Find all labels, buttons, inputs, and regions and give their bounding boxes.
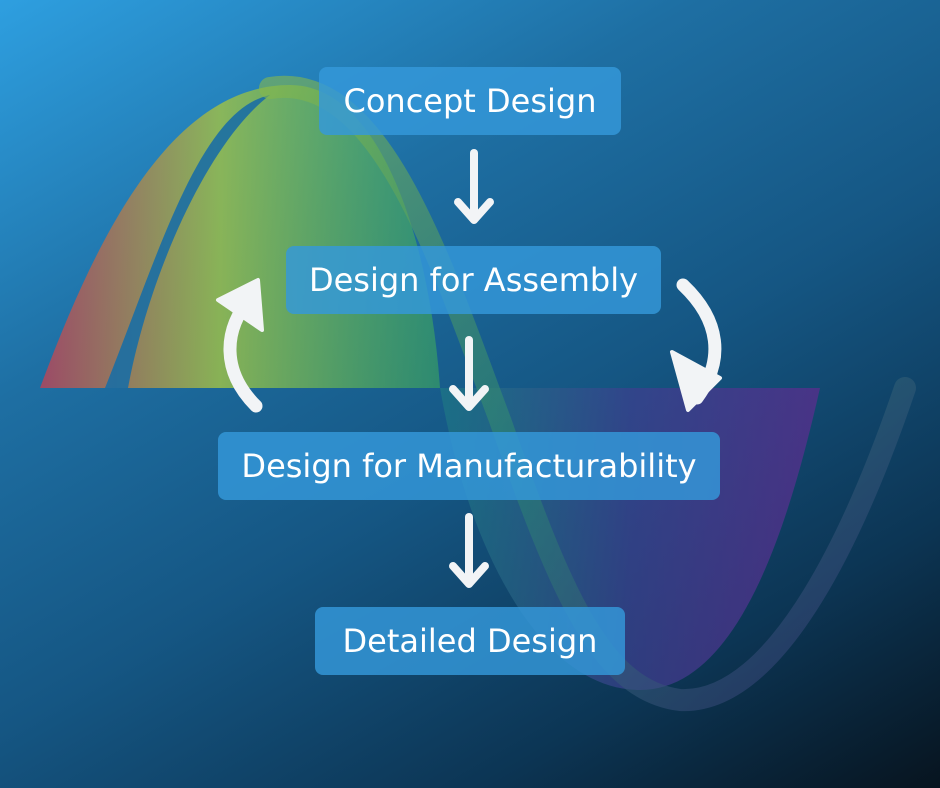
node-label: Concept Design [343,82,597,120]
node-concept-design: Concept Design [319,67,621,135]
node-design-for-assembly: Design for Assembly [286,246,661,314]
wave-left-band [105,95,270,388]
node-label: Design for Assembly [308,261,639,299]
node-detailed-design: Detailed Design [315,607,625,675]
node-label: Detailed Design [342,622,598,660]
node-design-for-manufacturability: Design for Manufacturability [218,432,720,500]
node-label: Design for Manufacturability [241,447,697,485]
